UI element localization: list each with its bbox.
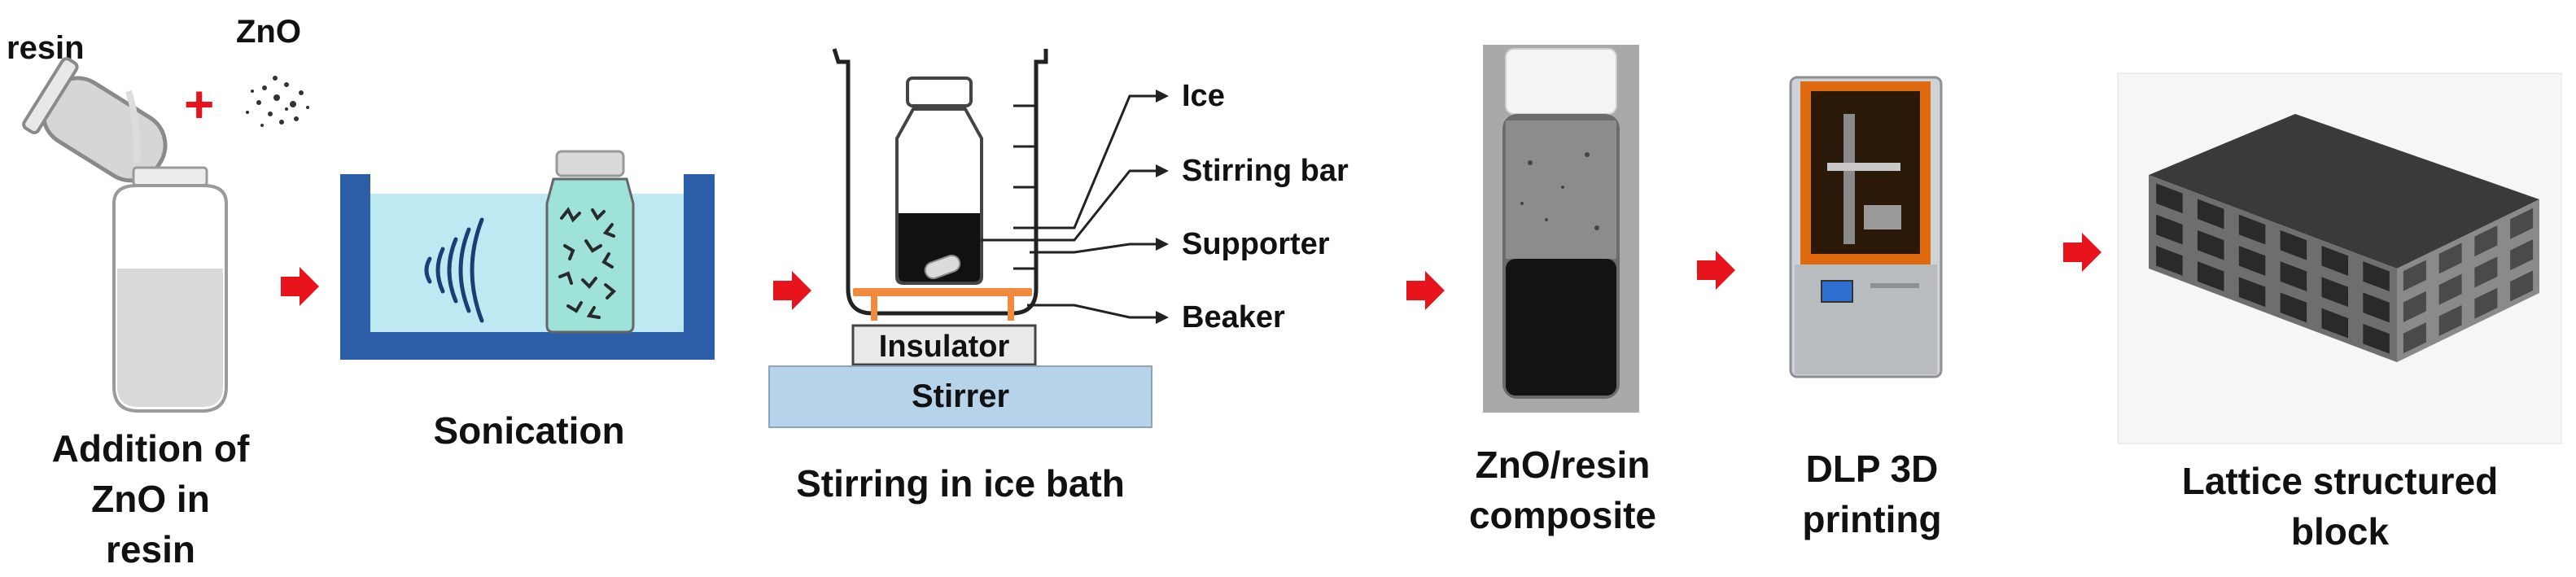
- ice-label: Ice: [1182, 79, 1225, 113]
- lattice-cell: [2438, 273, 2462, 305]
- stirring-bar-label: Stirring bar: [1182, 154, 1349, 188]
- lattice-cell: [2438, 304, 2462, 337]
- lattice-cell: [2321, 308, 2349, 339]
- arrow-5: [2063, 233, 2101, 272]
- step-lattice: [2117, 72, 2562, 444]
- printing-caption: DLP 3D printing: [1802, 448, 1942, 540]
- lattice-cell: [2238, 214, 2266, 245]
- composite-caption: ZnO/resin composite: [1457, 439, 1668, 540]
- arrow-3: [1406, 271, 1445, 310]
- lattice-caption-line1: Lattice structured: [2181, 460, 2499, 502]
- supporter-icon: [853, 288, 1032, 321]
- lattice-cell: [2474, 287, 2498, 319]
- stirrer-block: Stirrer: [768, 365, 1152, 428]
- dlp-printer-icon: [1789, 76, 1943, 378]
- beaker-label: Beaker: [1182, 300, 1285, 334]
- lattice-cell: [2238, 277, 2266, 308]
- sonication-vial-icon: [545, 150, 635, 334]
- lattice-cell: [2197, 261, 2224, 291]
- step-sonication: Sonication: [340, 150, 715, 452]
- lattice-cell: [2363, 261, 2390, 291]
- lattice-block-icon: [2149, 114, 2539, 362]
- composite-photo: [1483, 45, 1639, 413]
- lattice-cell: [2156, 214, 2183, 245]
- insulator-block: Insulator: [851, 324, 1037, 366]
- jar-icon: [112, 166, 228, 413]
- step-addition: resin ZnO +: [7, 14, 309, 413]
- lattice-cell: [2403, 260, 2426, 291]
- addition-caption-line2: ZnO in resin: [91, 478, 210, 570]
- arrow-4: [1697, 251, 1735, 290]
- arrow-2: [773, 271, 811, 310]
- arrow-1: [281, 267, 319, 306]
- zno-particles-icon: [246, 76, 309, 127]
- lattice-cell: [2403, 291, 2426, 322]
- sonication-caption: Sonication: [433, 409, 624, 452]
- addition-caption-line1: Addition of: [51, 427, 250, 470]
- step-stirring: Ice Stirring bar Supporter Beaker Insula…: [768, 48, 1349, 505]
- lattice-cell: [2280, 292, 2307, 323]
- sound-waves-icon: [424, 217, 484, 323]
- lattice-cell: [2280, 229, 2307, 260]
- stirring-vial-icon: [895, 76, 983, 285]
- lattice-cell: [2474, 225, 2498, 257]
- lattice-cell: [2321, 246, 2349, 276]
- leader-lines: [981, 90, 1169, 324]
- step-composite: [1483, 45, 1639, 413]
- lattice-cell: [2438, 243, 2462, 274]
- composite-caption-line2: composite: [1468, 494, 1657, 536]
- lattice-cell: [2510, 208, 2534, 239]
- lattice-cell: [2197, 229, 2224, 260]
- lattice-cell: [2363, 323, 2390, 354]
- lattice-caption-line2: block: [2290, 510, 2390, 553]
- plus-sign: +: [184, 75, 214, 133]
- lattice-caption: Lattice structured block: [2136, 456, 2543, 557]
- stirrer-label: Stirrer: [912, 378, 1009, 414]
- lattice-cell: [2280, 261, 2307, 291]
- composite-caption-line1: ZnO/resin: [1475, 444, 1651, 486]
- lattice-cell: [2403, 322, 2426, 354]
- ultrasonic-bath-icon: [340, 174, 715, 360]
- lattice-cell: [2474, 256, 2498, 288]
- lattice-cell: [2238, 246, 2266, 276]
- lattice-cell: [2510, 270, 2534, 302]
- lattice-cell: [2197, 199, 2224, 229]
- lattice-cell: [2363, 292, 2390, 323]
- lattice-cell: [2321, 277, 2349, 308]
- insulator-label: Insulator: [879, 330, 1010, 364]
- addition-caption: Addition of ZnO in resin: [45, 423, 256, 575]
- step-printing: [1789, 76, 1943, 378]
- supporter-label: Supporter: [1182, 227, 1330, 261]
- lattice-cell: [2510, 239, 2534, 271]
- stirring-caption: Stirring in ice bath: [796, 462, 1125, 505]
- zno-label: ZnO: [236, 14, 301, 50]
- lattice-cell: [2156, 183, 2183, 214]
- lattice-cell: [2156, 246, 2183, 276]
